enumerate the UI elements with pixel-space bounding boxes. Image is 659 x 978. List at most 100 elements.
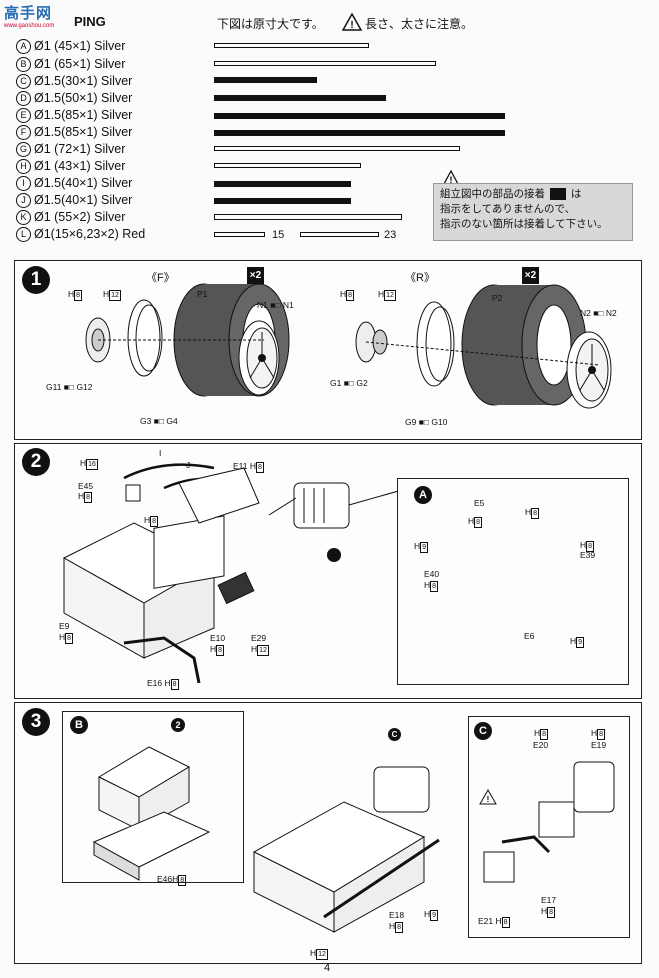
pipe-bar-l-short bbox=[214, 232, 265, 237]
front-wheel-n1 bbox=[238, 320, 280, 396]
pipe-bar-h bbox=[214, 163, 361, 168]
s2-e29: E29 bbox=[251, 633, 267, 643]
s1-g11-g12: G11 ■□ G12 bbox=[46, 382, 93, 392]
times2-rear-badge: ×2 bbox=[522, 267, 539, 284]
step1-number: 1 bbox=[22, 266, 50, 294]
piping-mark: F bbox=[16, 125, 31, 141]
s3-e20: E20 bbox=[533, 740, 549, 750]
s2-e10: E10 bbox=[210, 633, 226, 643]
s2-e45: E45 bbox=[78, 481, 94, 491]
piping-spec-text: Ø1 (45×1) Silver bbox=[34, 39, 126, 53]
note-line1-tail: は bbox=[570, 188, 582, 200]
intake-e29 bbox=[217, 571, 255, 605]
piping-mark: B bbox=[16, 57, 31, 73]
piping-mark: A bbox=[16, 39, 31, 55]
note-line1: 組立図中の部品の接着 bbox=[440, 188, 545, 200]
engine-in-b bbox=[97, 746, 191, 831]
step3-number: 3 bbox=[22, 708, 50, 736]
piping-mark: L bbox=[16, 227, 31, 243]
s1-g1-g2: G1 ■□ G2 bbox=[330, 378, 368, 388]
s2-e5: E5 bbox=[474, 498, 485, 508]
engine-transmission-assembly bbox=[252, 766, 430, 933]
engine-block-assembly bbox=[62, 515, 225, 659]
pipe-bar-b bbox=[214, 61, 436, 66]
pipe-bar-k bbox=[214, 214, 402, 220]
s1-p2: P2 bbox=[492, 293, 503, 303]
detail-a-badge: A bbox=[414, 486, 432, 504]
pipe-bar-a bbox=[214, 43, 369, 48]
note-line2: 指示をしてありませんので、 bbox=[440, 203, 576, 215]
piping-mark: G bbox=[16, 142, 31, 158]
piping-spec-text: Ø1 (55×2) Silver bbox=[34, 210, 126, 224]
svg-text:!: ! bbox=[450, 175, 453, 185]
s2-j: J bbox=[186, 460, 191, 470]
rear-wheel-n2 bbox=[566, 331, 612, 409]
s2-e9: E9 bbox=[59, 621, 70, 631]
piping-spec-text: Ø1.5(50×1) Silver bbox=[34, 91, 133, 105]
note-line3: 指示のない箇所は接着して下さい。 bbox=[440, 218, 608, 230]
bar-label-23: 23 bbox=[384, 229, 397, 241]
pipe-bar-i bbox=[214, 181, 351, 187]
piping-spec-text: Ø1 (43×1) Silver bbox=[34, 159, 126, 173]
detail-c-parts bbox=[483, 761, 615, 883]
piping-mark: E bbox=[16, 108, 31, 124]
scale-note: 下図は原寸大です。 bbox=[217, 17, 324, 31]
front-rim-inner bbox=[127, 299, 163, 377]
warning-icon: ! bbox=[341, 12, 363, 36]
pipe-bar-c bbox=[214, 77, 317, 83]
rear-rim-inner bbox=[416, 301, 455, 387]
step2-number: 2 bbox=[22, 448, 50, 476]
rear-label: 《R》 bbox=[405, 272, 435, 284]
svg-text:!: ! bbox=[350, 20, 353, 31]
c-marker-badge: C bbox=[388, 728, 401, 741]
cylinder-head-e11 bbox=[178, 467, 260, 524]
gearbox-a bbox=[293, 482, 350, 529]
s1-n2: N2 ■□ N2 bbox=[580, 308, 617, 318]
s1-n1: N1 ■□ N1 bbox=[257, 300, 294, 310]
piping-spec-text: Ø1 (72×1) Silver bbox=[34, 142, 126, 156]
s3-e18: E18 bbox=[389, 910, 405, 920]
step1-drawing bbox=[85, 283, 612, 409]
times2-front-badge: ×2 bbox=[247, 267, 264, 284]
detail-c-badge: C bbox=[474, 722, 492, 740]
ref-step2-badge: 2 bbox=[171, 718, 185, 732]
piping-spec-text: Ø1.5(40×1) Silver bbox=[34, 193, 133, 207]
front-label: 《F》 bbox=[146, 272, 175, 284]
assembly-note: 組立図中の部品の接着 は 指示をしてありませんので、 指示のない箇所は接着して下… bbox=[433, 183, 633, 241]
section-title-fragment: PING bbox=[74, 14, 106, 29]
logo-text: 高手网 bbox=[4, 5, 53, 22]
piping-spec-text: Ø1.5(30×1) Silver bbox=[34, 74, 133, 88]
bar-label-15: 15 bbox=[272, 229, 285, 241]
step3-drawing: ! bbox=[92, 746, 615, 933]
pipe-bar-l-long bbox=[300, 232, 379, 237]
cable-i bbox=[123, 463, 215, 480]
rear-tire-p2 bbox=[461, 284, 587, 406]
rear-brake-disc bbox=[355, 321, 388, 363]
